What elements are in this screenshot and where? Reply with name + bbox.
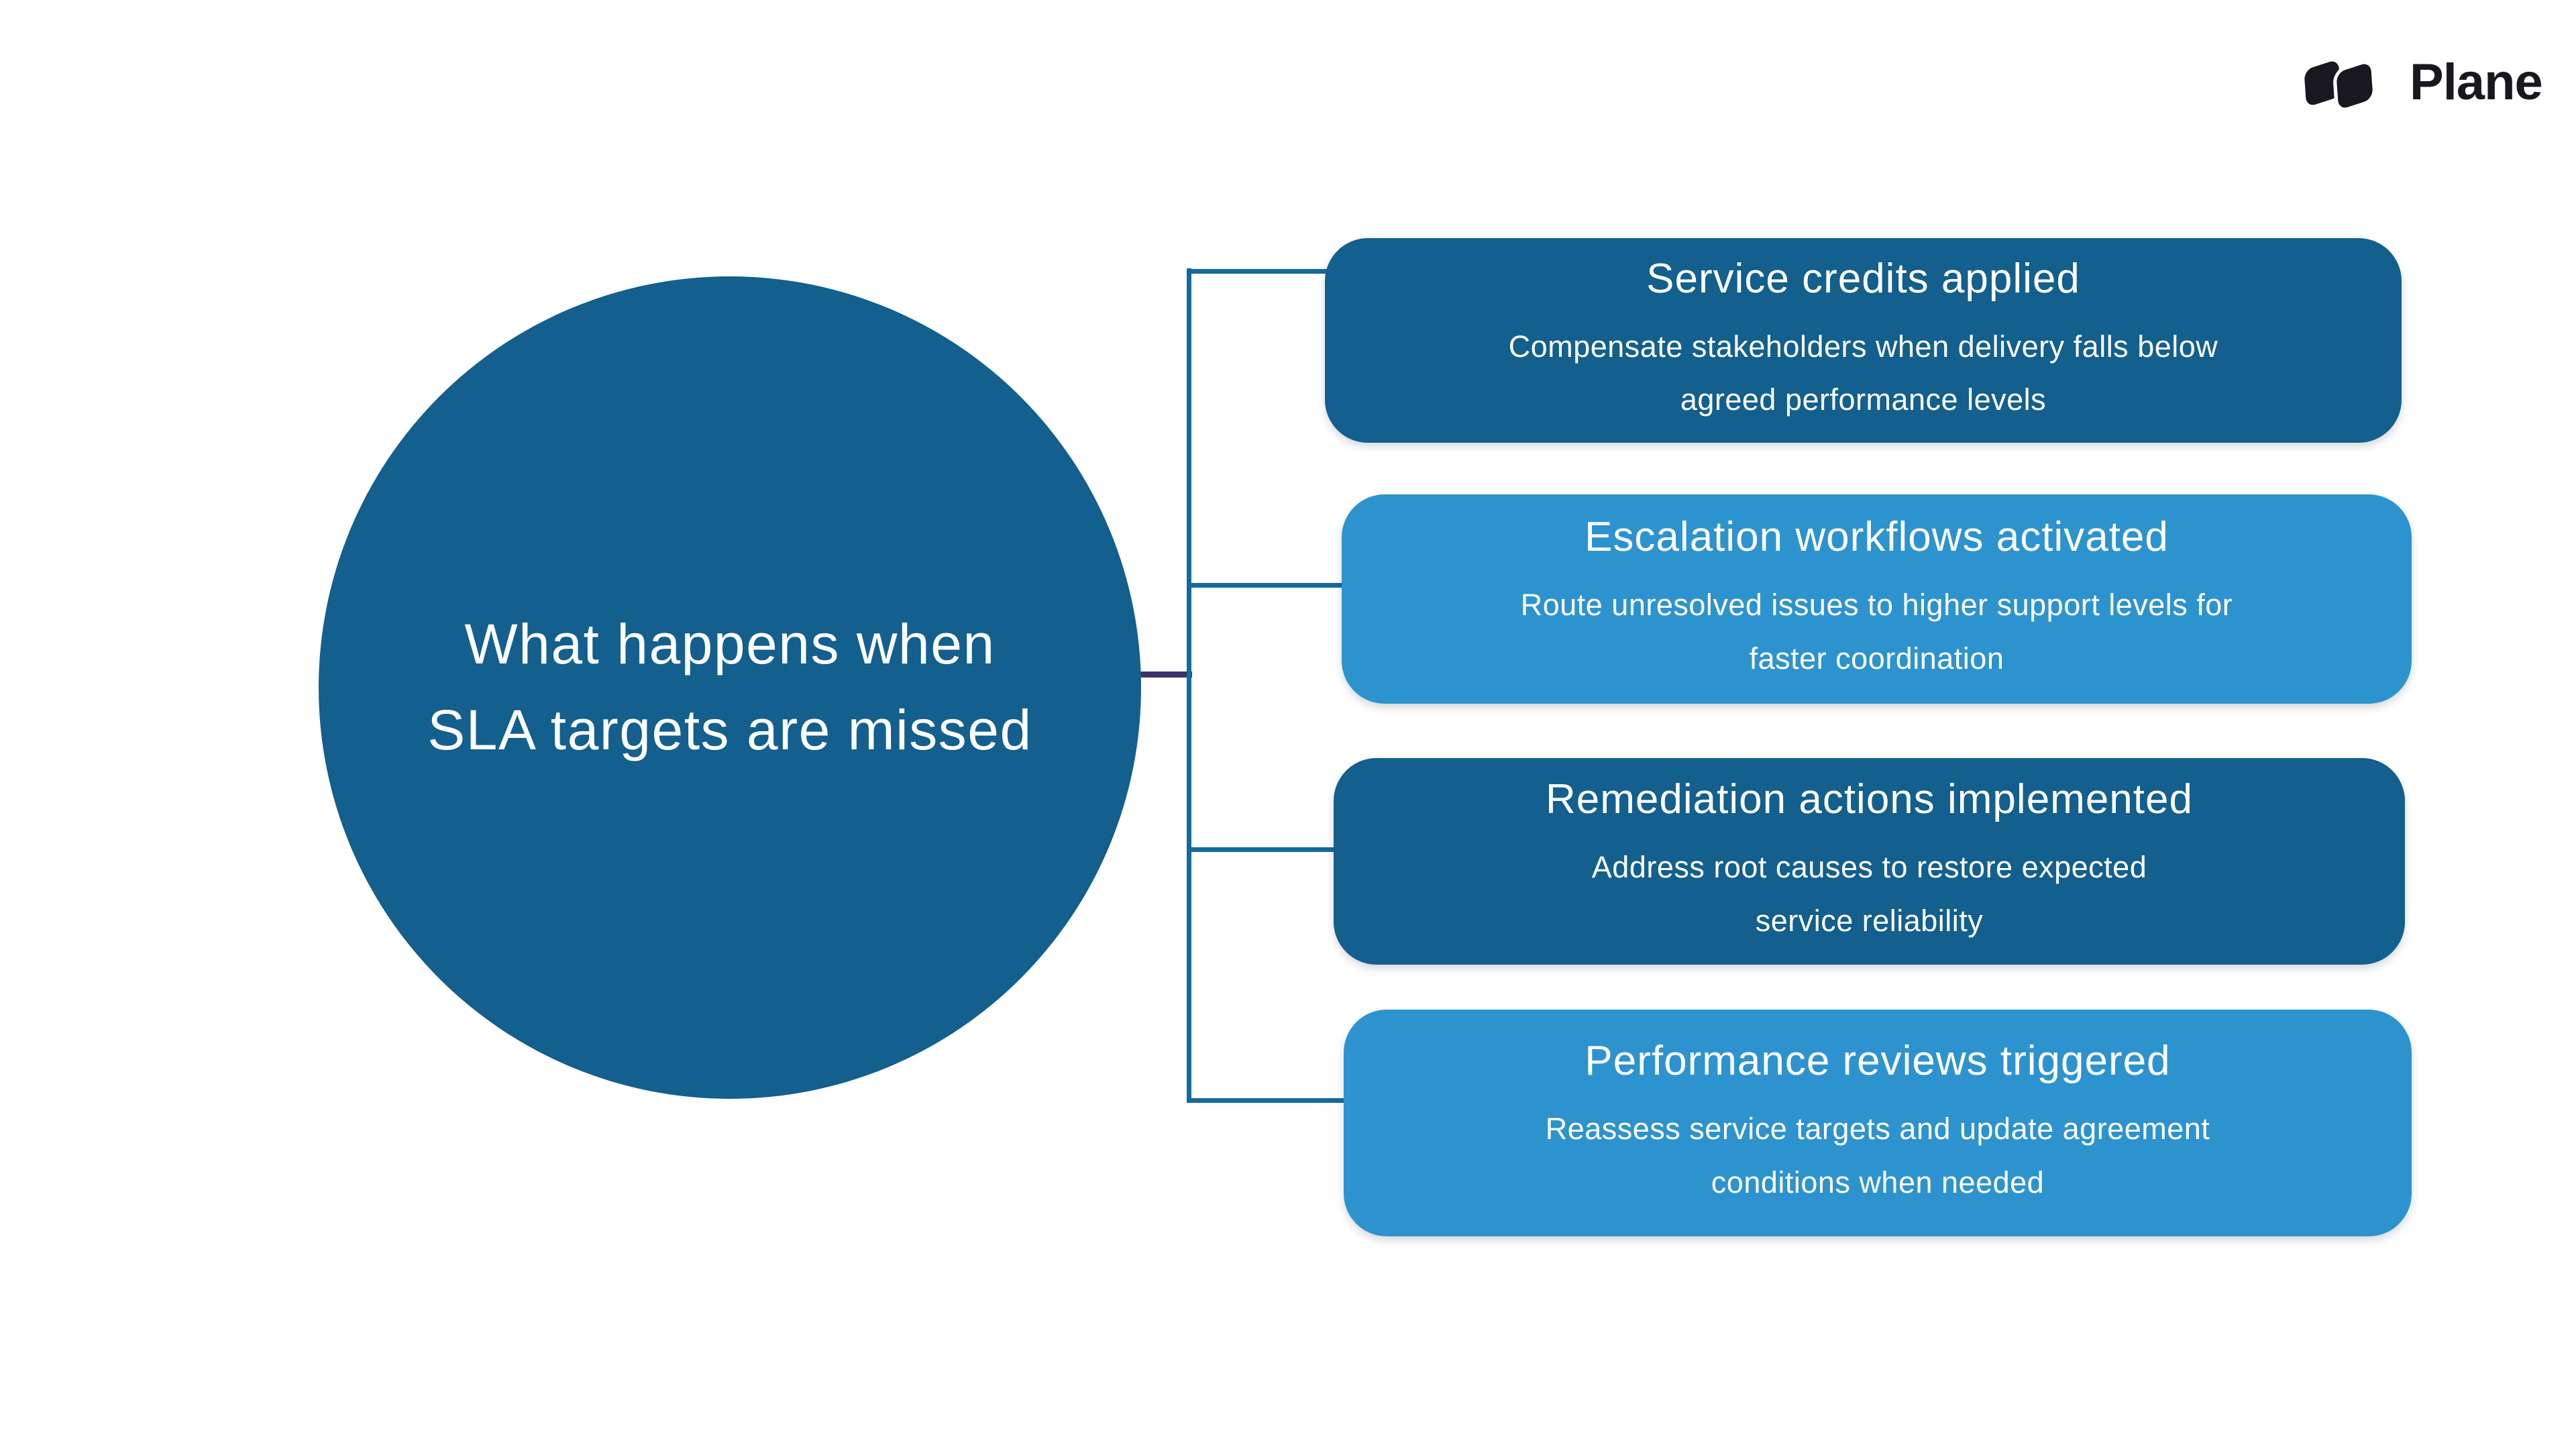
node-title: Escalation workflows activated <box>1585 514 2169 561</box>
node-body: Compensate stakeholders when delivery fa… <box>1508 329 2218 417</box>
node-escalation-workflows: Escalation workflows activated Route unr… <box>1342 494 2412 704</box>
central-topic-title-line2: SLA targets are missed <box>427 698 1032 761</box>
central-topic-title: What happens when SLA targets are missed <box>427 602 1032 773</box>
connector-branch-escalation-workflows <box>1187 583 1351 588</box>
connector-branch-remediation-actions <box>1187 847 1343 852</box>
node-title: Performance reviews triggered <box>1585 1038 2171 1085</box>
node-title: Remediation actions implemented <box>1546 776 2193 823</box>
node-body: Address root causes to restore expected … <box>1591 850 2147 938</box>
connector-branch-service-credits <box>1187 269 1334 274</box>
node-service-credits: Service credits applied Compensate stake… <box>1325 238 2402 443</box>
node-body: Route unresolved issues to higher suppor… <box>1520 588 2233 676</box>
node-remediation-actions: Remediation actions implemented Address … <box>1334 758 2405 965</box>
node-body: Reassess service targets and update agre… <box>1545 1112 2210 1199</box>
connector-branch-performance-reviews <box>1187 1098 1353 1103</box>
plane-logo-text: Plane <box>2410 53 2543 111</box>
central-topic-circle: What happens when SLA targets are missed <box>319 276 1141 1099</box>
connector-trunk-line <box>1187 268 1191 1103</box>
node-performance-reviews: Performance reviews triggered Reassess s… <box>1344 1010 2412 1236</box>
central-topic-title-line1: What happens when <box>464 612 996 676</box>
connector-circle-to-trunk <box>1137 672 1192 678</box>
plane-wings-icon <box>2304 60 2376 112</box>
node-title: Service credits applied <box>1646 255 2080 302</box>
plane-logo: Plane <box>2293 48 2543 115</box>
